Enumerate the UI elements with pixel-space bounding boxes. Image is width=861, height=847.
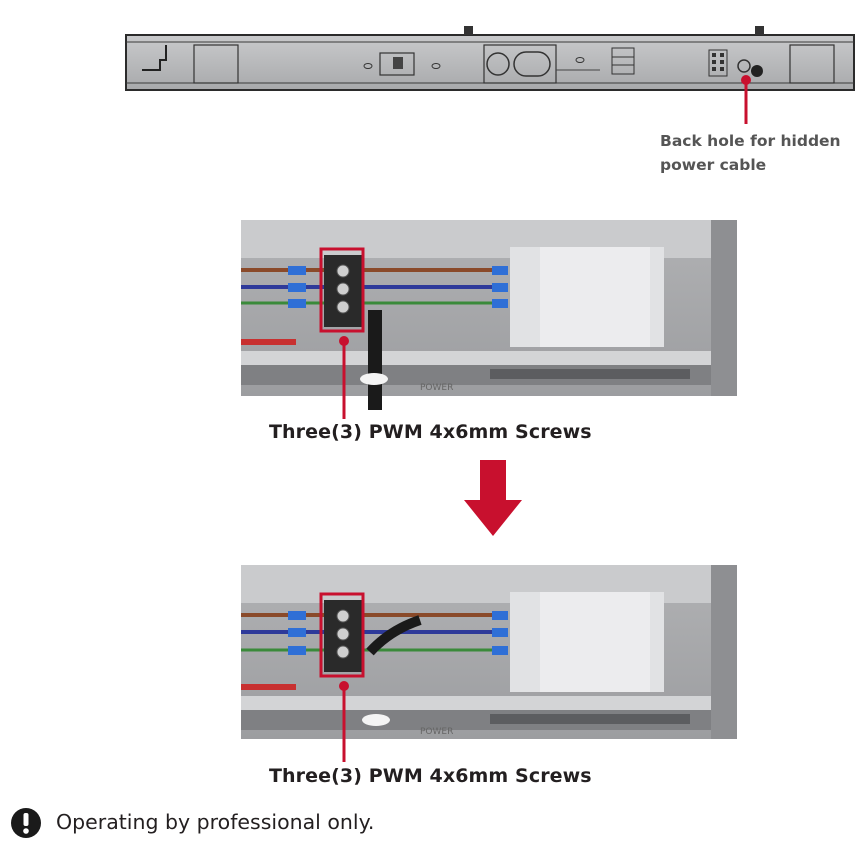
bar-rear-view [125, 26, 855, 124]
screws-caption-2: Three(3) PWM 4x6mm Screws [269, 765, 592, 787]
professional-only-note: Operating by professional only. [56, 810, 375, 834]
screws-caption-1: Three(3) PWM 4x6mm Screws [269, 421, 592, 443]
callout-line-2: power cable [660, 156, 767, 174]
down-arrow-icon [464, 460, 522, 536]
terminal-photo-after: POWER [241, 565, 737, 762]
terminal-photo-before: POWER [241, 220, 737, 419]
embossed-power-label: POWER [420, 727, 453, 737]
back-hole-callout: Back hole for hidden power cable [660, 129, 841, 177]
exclamation-circle-icon [11, 808, 41, 838]
callout-line-1: Back hole for hidden [660, 132, 841, 150]
embossed-power-label: POWER [420, 383, 453, 393]
